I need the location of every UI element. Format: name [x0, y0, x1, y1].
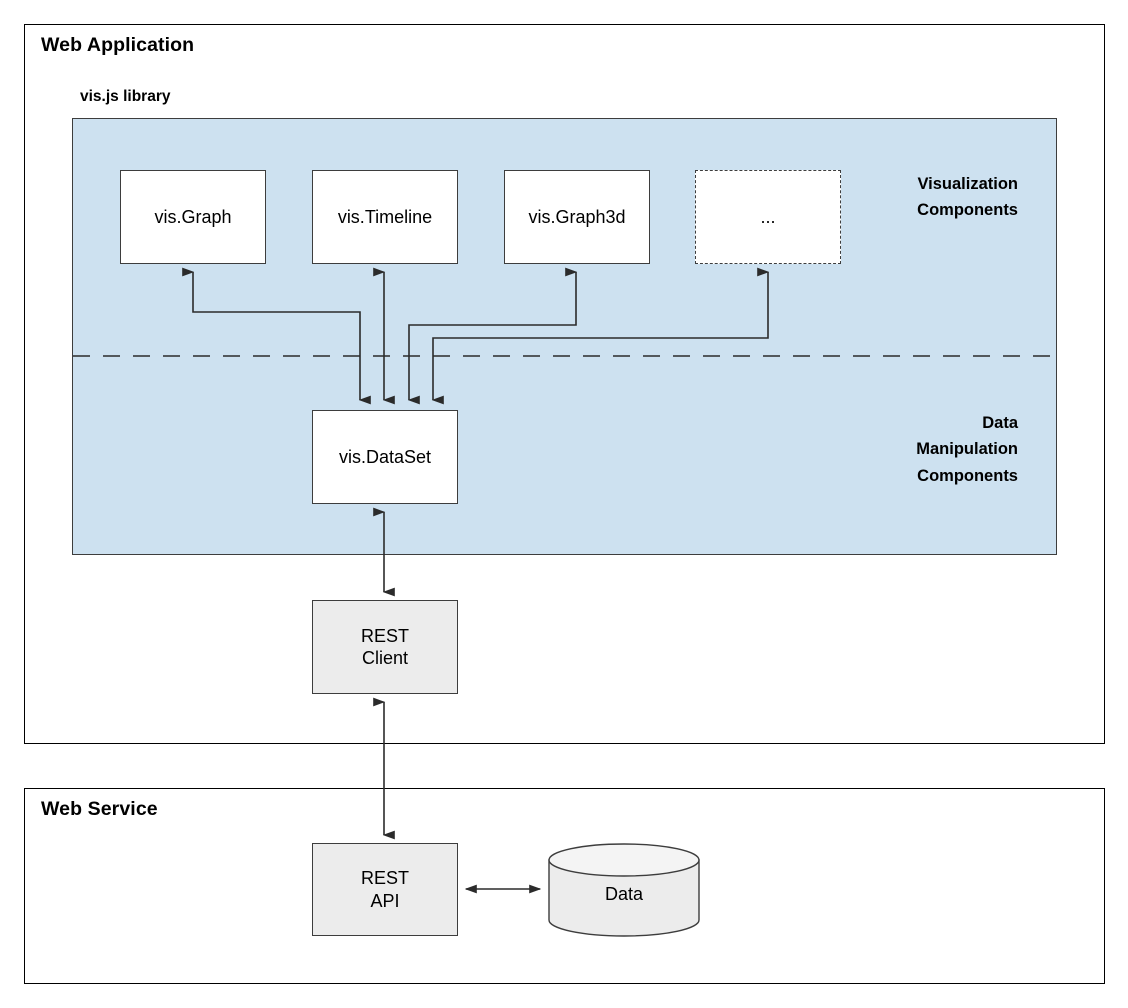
node-vis-timeline[interactable]: vis.Timeline	[312, 170, 458, 264]
node-vis-graph[interactable]: vis.Graph	[120, 170, 266, 264]
container-web-service: Web Service	[24, 788, 1105, 984]
node-rest-client[interactable]: REST Client	[312, 600, 458, 694]
node-vis-graph-label: vis.Graph	[154, 206, 232, 227]
node-vis-graph3d[interactable]: vis.Graph3d	[504, 170, 650, 264]
node-more-components-label: ...	[760, 206, 776, 227]
caption-visualization-components: Visualization Components	[917, 175, 1018, 220]
node-data-store[interactable]: Data	[548, 843, 700, 937]
container-title-web-application: Web Application	[41, 34, 195, 56]
node-data-store-label: Data	[604, 883, 644, 904]
node-vis-timeline-label: vis.Timeline	[337, 206, 433, 227]
library-title: vis.js library	[80, 88, 171, 105]
node-more-components[interactable]: ...	[695, 170, 841, 264]
caption-data-manipulation-components: Data Manipulation Components	[916, 414, 1018, 485]
container-title-web-service: Web Service	[41, 798, 158, 820]
node-rest-api[interactable]: REST API	[312, 843, 458, 936]
node-rest-client-label: REST Client	[360, 625, 409, 669]
cylinder-icon	[548, 843, 700, 937]
node-vis-dataset-label: vis.DataSet	[338, 446, 432, 467]
node-vis-dataset[interactable]: vis.DataSet	[312, 410, 458, 504]
node-vis-graph3d-label: vis.Graph3d	[528, 206, 626, 227]
node-rest-api-label: REST API	[360, 868, 409, 911]
